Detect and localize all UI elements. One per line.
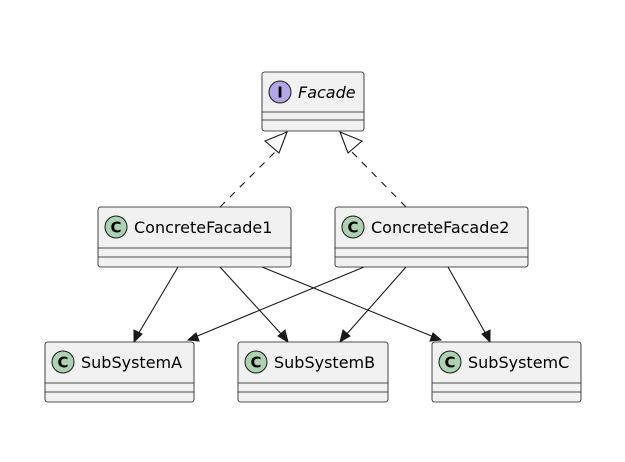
realization-arrowhead bbox=[339, 131, 364, 154]
box-outline bbox=[334, 206, 529, 268]
class-name-subsystema: SubSystemA bbox=[81, 353, 182, 372]
edge-concrete1-subA bbox=[136, 266, 179, 337]
class-name-facade: Facade bbox=[298, 83, 356, 102]
box-outline bbox=[431, 341, 582, 403]
class-icon bbox=[51, 350, 75, 374]
class-box-concretefacade2[interactable]: C ConcreteFacade2 bbox=[334, 206, 529, 268]
edge-concrete2-facade bbox=[349, 149, 407, 208]
box-outline bbox=[44, 341, 195, 403]
interface-icon bbox=[268, 80, 292, 104]
arrowhead bbox=[186, 332, 200, 342]
arrowhead bbox=[339, 329, 351, 344]
class-box-facade[interactable]: I Facade bbox=[261, 71, 365, 132]
arrowhead bbox=[481, 329, 491, 344]
class-icon bbox=[104, 215, 128, 239]
edge-concrete1-subC bbox=[261, 266, 435, 338]
edge-concrete2-subB bbox=[344, 266, 407, 337]
class-glyph: C bbox=[250, 354, 261, 372]
edge-concrete2-subA bbox=[194, 266, 365, 338]
class-box-subsystema[interactable]: C SubSystemA bbox=[44, 341, 195, 403]
edge-concrete1-subB bbox=[219, 266, 284, 337]
class-name-concretefacade1: ConcreteFacade1 bbox=[134, 218, 272, 237]
class-glyph: C bbox=[347, 219, 358, 237]
class-name-subsystemb: SubSystemB bbox=[274, 353, 375, 372]
arrowhead bbox=[277, 329, 289, 344]
edge-concrete2-subC bbox=[447, 266, 488, 337]
box-outline bbox=[97, 206, 292, 268]
class-icon bbox=[438, 350, 462, 374]
class-box-subsystemc[interactable]: C SubSystemC bbox=[431, 341, 582, 403]
arrowhead bbox=[429, 332, 443, 342]
arrowhead bbox=[133, 329, 143, 344]
edge-concrete1-facade bbox=[219, 149, 278, 208]
class-glyph: C bbox=[444, 354, 455, 372]
class-box-concretefacade1[interactable]: C ConcreteFacade1 bbox=[97, 206, 292, 268]
class-icon bbox=[341, 215, 365, 239]
class-icon bbox=[244, 350, 268, 374]
class-name-concretefacade2: ConcreteFacade2 bbox=[371, 218, 509, 237]
edges-layer bbox=[133, 131, 491, 344]
box-outline bbox=[237, 341, 389, 403]
class-glyph: C bbox=[110, 219, 121, 237]
class-box-subsystemb[interactable]: C SubSystemB bbox=[237, 341, 389, 403]
realization-arrowhead bbox=[263, 131, 288, 154]
class-glyph: C bbox=[57, 354, 68, 372]
class-name-subsystemc: SubSystemC bbox=[468, 353, 569, 372]
interface-glyph: I bbox=[277, 84, 283, 102]
